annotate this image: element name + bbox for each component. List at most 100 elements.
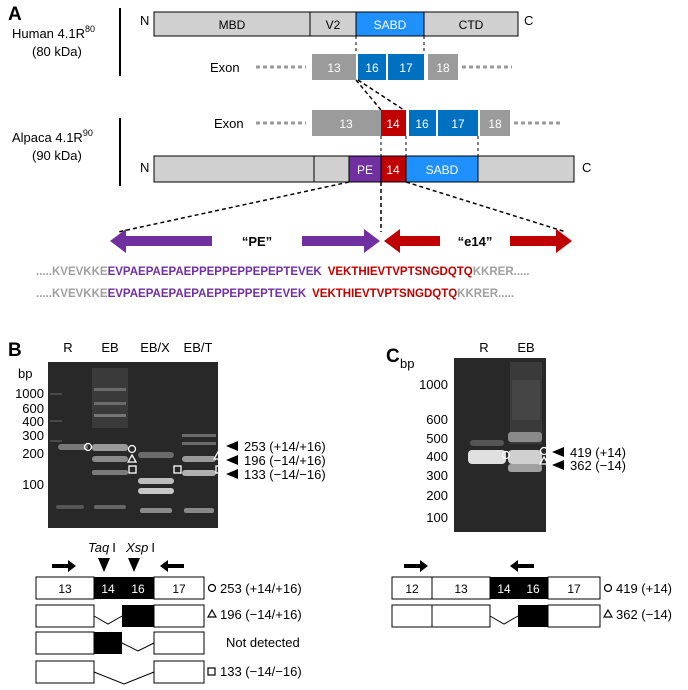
gel-c-circle-eb bbox=[539, 446, 549, 456]
alpaca-sabd-label: SABD bbox=[426, 163, 459, 177]
gel-b-ladder-600: 600 bbox=[22, 401, 44, 416]
gel-b-lane-r: R bbox=[63, 340, 72, 355]
gel-c-lane-r: R bbox=[479, 340, 488, 355]
alpaca-pe-label: PE bbox=[357, 163, 373, 177]
primer-forward-b bbox=[52, 560, 76, 572]
gel-c-ladder-500: 500 bbox=[426, 431, 448, 446]
svg-text:13: 13 bbox=[58, 582, 72, 596]
alpaca-exon-18-label: 18 bbox=[488, 117, 502, 131]
c-row2-exon-12 bbox=[391, 604, 433, 628]
gel-b-circle-eb bbox=[127, 444, 137, 454]
e14-expand-right bbox=[405, 181, 567, 233]
svg-text:“e14”: “e14” bbox=[458, 234, 493, 249]
gel-b-lane-ebx: EB/X bbox=[140, 340, 170, 355]
alpaca-pe-domain bbox=[348, 155, 382, 183]
human-ctd-domain bbox=[423, 11, 519, 37]
b-row4-exon-13 bbox=[35, 660, 95, 684]
alpaca-mass: (90 kDa) bbox=[32, 148, 82, 163]
gel-b-ladder-300: 300 bbox=[22, 428, 44, 443]
exon-map-line-1 bbox=[355, 79, 382, 111]
svg-text:12: 12 bbox=[405, 582, 419, 596]
b-row1-exon-14 bbox=[94, 577, 122, 599]
pe-expand-left bbox=[117, 181, 350, 233]
alpaca-c-term: C bbox=[582, 160, 591, 175]
b-row2-exon-17 bbox=[153, 604, 205, 628]
gel-b-band-253: 253 (+14/+16) bbox=[244, 439, 326, 454]
b-row2-label: 196 (−14/+16) bbox=[220, 607, 302, 622]
svg-text:14: 14 bbox=[101, 582, 115, 596]
human-exon-18-label: 18 bbox=[436, 61, 450, 75]
gel-b-arrow-133 bbox=[226, 469, 238, 479]
exon-map-line-2 bbox=[357, 79, 405, 111]
svg-text:17: 17 bbox=[172, 582, 186, 596]
gel-c-bp: bp bbox=[400, 356, 414, 371]
panel-b-label: B bbox=[8, 340, 22, 361]
b-row2-exon-16 bbox=[122, 605, 154, 627]
alpaca-n-term: N bbox=[140, 160, 149, 175]
b-row1-label: 253 (+14/+16) bbox=[220, 581, 302, 596]
gel-c-band-362: 362 (−14) bbox=[570, 458, 626, 473]
svg-text:13: 13 bbox=[454, 582, 468, 596]
svg-text:16: 16 bbox=[131, 582, 145, 596]
e14-arrow: “e14” bbox=[384, 229, 572, 253]
human-exon-label: Exon bbox=[210, 60, 240, 75]
human-mass: (80 kDa) bbox=[32, 44, 82, 59]
alpaca-exon-label: Exon bbox=[214, 116, 244, 131]
gel-b-arrow-253 bbox=[226, 441, 238, 451]
alpaca-exon-17 bbox=[438, 110, 478, 136]
gel-b-square-ebx bbox=[173, 465, 182, 474]
gel-c-splice-diagram: 12 13 14 16 17 419 (+14) 362 (−14) bbox=[391, 560, 672, 628]
c-row1-exon-14 bbox=[490, 577, 518, 599]
alpaca-exon-18 bbox=[480, 110, 510, 136]
gel-c-arrow-362 bbox=[552, 460, 564, 470]
c-row2-exon-13 bbox=[431, 604, 491, 628]
gel-c-ladder-100: 100 bbox=[426, 510, 448, 525]
svg-text:“PE”: “PE” bbox=[242, 234, 272, 249]
c-row1-label: 419 (+14) bbox=[616, 581, 672, 596]
svg-text:16: 16 bbox=[526, 582, 540, 596]
gel-b-ladder-400: 400 bbox=[22, 414, 44, 429]
gel-c-ladder-400: 400 bbox=[426, 449, 448, 464]
gel-b-arrow-196 bbox=[226, 455, 238, 465]
alpaca-exon-13-label: 13 bbox=[339, 117, 353, 131]
gel-c-triangle-eb bbox=[538, 455, 550, 465]
svg-text:14: 14 bbox=[497, 582, 511, 596]
c-row2-exon-16 bbox=[518, 605, 548, 627]
b-row3-splice bbox=[121, 642, 155, 652]
gel-b-lane-eb: EB bbox=[101, 340, 118, 355]
alpaca-exon-13 bbox=[312, 110, 381, 136]
gel-c-ladder-300: 300 bbox=[426, 468, 448, 483]
c-row2-label: 362 (−14) bbox=[616, 607, 672, 622]
human-v2-domain bbox=[309, 11, 357, 37]
b-row3-exon-13 bbox=[35, 631, 95, 655]
b-row1-exon-17 bbox=[153, 576, 205, 600]
human-n-term: N bbox=[140, 13, 149, 28]
human-mbd-label: MBD bbox=[219, 18, 246, 32]
gel-b-ladder-200: 200 bbox=[22, 446, 44, 461]
human-exon-17 bbox=[388, 54, 424, 80]
pe-arrow: “PE” bbox=[110, 229, 380, 253]
b-row4-exon-17 bbox=[153, 660, 205, 684]
gel-b-lane-ebt: EB/T bbox=[184, 340, 213, 355]
primer-forward-c bbox=[404, 560, 428, 572]
human-ctd-label: CTD bbox=[459, 18, 484, 32]
human-label: Human 4.1R80 bbox=[12, 24, 95, 41]
gel-b-circle-r bbox=[83, 442, 93, 452]
gel-b-image bbox=[48, 362, 224, 528]
human-c-term: C bbox=[524, 13, 533, 28]
alpaca-exon-17-label: 17 bbox=[451, 117, 465, 131]
human-exon-13-label: 13 bbox=[327, 61, 341, 75]
xsp-arrowhead bbox=[128, 558, 140, 572]
human-exon-16-label: 16 bbox=[365, 61, 379, 75]
alpaca-exon-16-label: 16 bbox=[415, 117, 429, 131]
alpaca-exon-14 bbox=[381, 110, 406, 136]
primer-reverse-c bbox=[510, 560, 534, 572]
gel-b-square-ebt bbox=[215, 465, 224, 474]
svg-text:17: 17 bbox=[567, 582, 581, 596]
human-sabd-domain bbox=[355, 11, 425, 37]
c-row2-exon-17 bbox=[547, 604, 601, 628]
